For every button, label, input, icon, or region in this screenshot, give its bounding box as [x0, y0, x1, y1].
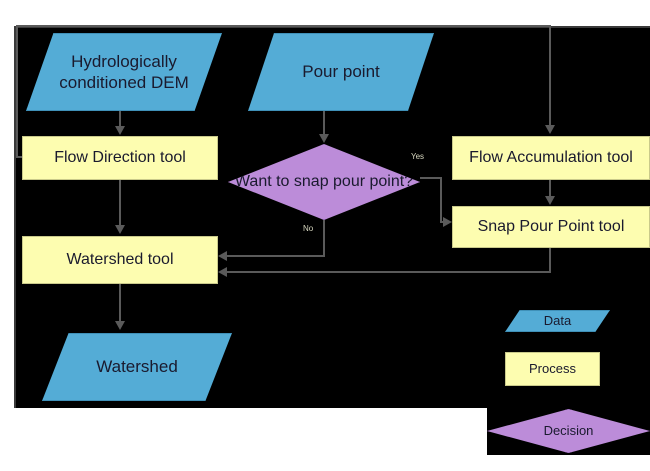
arrowhead-flow-direction [115, 126, 125, 135]
connector-yes-into-snap [440, 221, 444, 223]
node-label: Want to snap pour point? [234, 173, 414, 190]
node-label: Snap Pour Point tool [477, 218, 625, 235]
connector-watershed-tool-to-watershed [119, 284, 121, 322]
legend-label: Data [543, 312, 572, 328]
node-label: Hydrologically conditioned DEM [59, 51, 189, 92]
node-watershed-tool[interactable]: Watershed tool [22, 236, 218, 284]
connector-left-vertical [16, 25, 18, 158]
connector-left-into-flow-direction [16, 156, 26, 158]
connector-snap-horizontal [227, 271, 551, 273]
connector-top-horizontal [16, 25, 550, 27]
branch-label-no: No [303, 224, 314, 233]
node-flow-accumulation-tool[interactable]: Flow Accumulation tool [452, 136, 650, 180]
branch-label-yes: Yes [411, 152, 425, 161]
legend-label: Decision [543, 422, 594, 438]
connector-yes-vertical [440, 177, 442, 222]
node-label: Pour point [302, 62, 380, 82]
connector-no-vertical [323, 220, 325, 256]
connector-snap-vertical [549, 248, 551, 272]
connector-pour-point-to-decision [323, 111, 325, 135]
connector-yes-horizontal [420, 177, 442, 179]
node-hydrologically-conditioned-dem[interactable]: Hydrologically conditioned DEM [26, 33, 222, 111]
node-pour-point[interactable]: Pour point [248, 33, 434, 111]
node-label: Watershed [96, 357, 178, 377]
arrowhead-snap-pour-point [545, 196, 555, 205]
node-snap-pour-point-tool[interactable]: Snap Pour Point tool [452, 206, 650, 248]
arrowhead-flow-accumulation-top [545, 125, 555, 134]
arrowhead-watershed [115, 321, 125, 330]
node-label: Flow Direction tool [54, 149, 186, 166]
legend-item-process: Process [505, 352, 600, 386]
node-watershed[interactable]: Watershed [42, 333, 232, 401]
arrowhead-decision [319, 134, 329, 143]
legend-item-data: Data [505, 310, 610, 332]
node-flow-direction-tool[interactable]: Flow Direction tool [22, 136, 218, 180]
connector-flow-direction-to-watershed-tool [119, 180, 121, 226]
node-label: Flow Accumulation tool [469, 149, 633, 166]
legend-label: Process [529, 360, 576, 376]
arrowhead-snap-into-watershed-tool [218, 267, 227, 277]
arrowhead-no-into-watershed-tool [218, 251, 227, 261]
connector-dem-to-flow-direction [119, 111, 121, 127]
connector-no-horizontal [227, 255, 325, 257]
connector-flow-accumulation-to-snap [549, 180, 551, 196]
node-label: Watershed tool [66, 251, 174, 268]
connector-top-to-flow-accumulation [549, 25, 551, 125]
arrowhead-yes-into-snap [443, 217, 452, 227]
arrowhead-watershed-tool [115, 225, 125, 234]
